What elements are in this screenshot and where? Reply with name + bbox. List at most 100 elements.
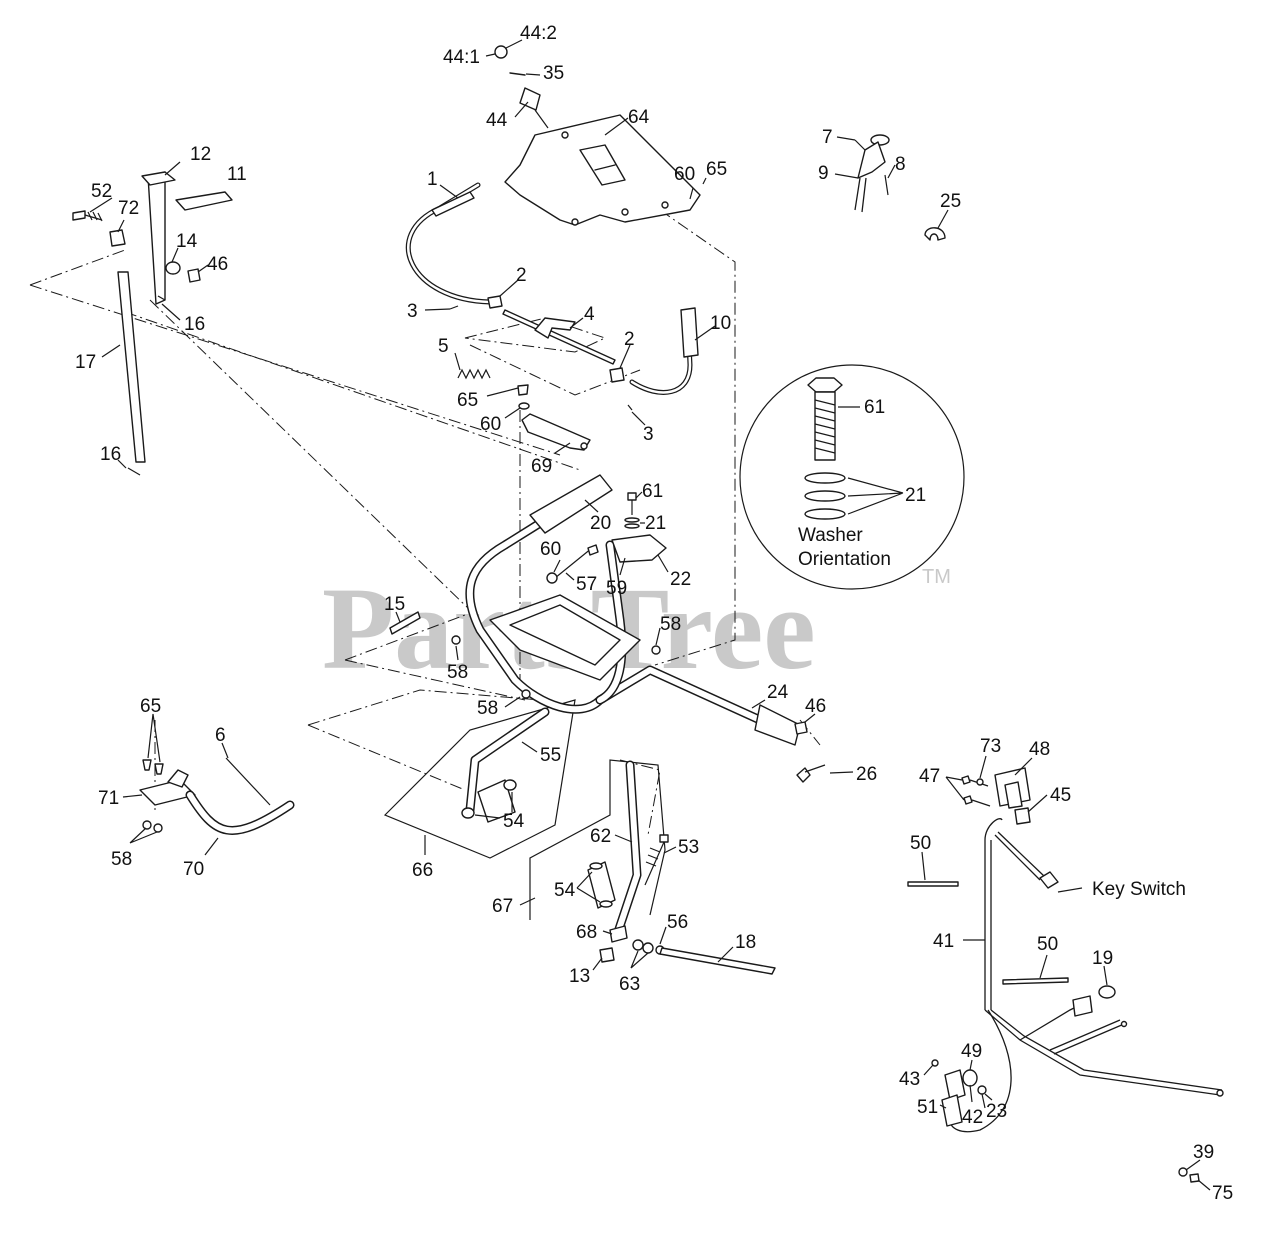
callout-66: 66 [412, 860, 433, 881]
callout-20: 20 [590, 513, 611, 534]
callout-50-b: 50 [1037, 934, 1058, 955]
grip-20 [529, 474, 613, 534]
callout-56: 56 [667, 912, 688, 933]
brake-pedal-12 [141, 171, 176, 305]
callout-3-right: 3 [643, 424, 654, 445]
bolt-53 [644, 834, 669, 886]
callout-9: 9 [818, 163, 829, 184]
nut-46-top [187, 268, 201, 283]
callout-62: 62 [590, 826, 611, 847]
callout-35: 35 [543, 63, 564, 84]
callout-46-top: 46 [207, 254, 228, 275]
plunger-49 [962, 1069, 978, 1087]
wire-harness-41 [949, 818, 1224, 1133]
nut-23 [977, 1085, 987, 1095]
callout-71: 71 [98, 788, 119, 809]
callout-47: 47 [919, 766, 940, 787]
callout-57: 57 [576, 574, 597, 595]
callout-7: 7 [822, 127, 833, 148]
callout-42: 42 [962, 1107, 983, 1128]
brake-rod-17 [117, 271, 146, 463]
bolt-61-mid [627, 492, 637, 515]
callout-53: 53 [678, 837, 699, 858]
callout-58-d: 58 [111, 849, 132, 870]
group-outline-66 [383, 699, 576, 859]
callout-73: 73 [980, 736, 1001, 757]
callout-69: 69 [531, 456, 552, 477]
bracket-45 [1014, 807, 1031, 825]
screws-47 [961, 775, 991, 807]
callout-41: 41 [933, 931, 954, 952]
callout-39: 39 [1193, 1142, 1214, 1163]
connector-19 [1098, 985, 1116, 999]
callout-25: 25 [940, 191, 961, 212]
spacer-72 [109, 229, 126, 247]
callout-64: 64 [628, 107, 650, 128]
switch-51-bottom [941, 1094, 963, 1127]
nut-60-low [546, 572, 558, 584]
watermark-trademark: TM [922, 566, 951, 588]
callout-59: 59 [606, 578, 627, 599]
handle-frame-24 [465, 515, 801, 746]
clip-25 [924, 227, 946, 241]
callout-43: 43 [899, 1069, 920, 1090]
nut-39 [1178, 1167, 1188, 1177]
callout-55: 55 [540, 745, 561, 766]
callout-16-top: 16 [184, 314, 205, 335]
switch-51-top [944, 1069, 966, 1101]
callout-46-low: 46 [805, 696, 826, 717]
nut-58-a [451, 635, 461, 645]
callout-12: 12 [190, 144, 211, 165]
bushings-54-a [461, 779, 517, 819]
pedal-pad-11 [175, 191, 233, 211]
callout-2-left: 2 [516, 265, 527, 286]
callout-16-bottom: 16 [100, 444, 121, 465]
bracket-69 [517, 384, 591, 451]
callout-70: 70 [183, 859, 204, 880]
group-outline-67 [529, 759, 666, 920]
callout-60-mid: 60 [480, 414, 501, 435]
callout-22: 22 [670, 569, 691, 590]
callout-51: 51 [917, 1097, 938, 1118]
switch-bracket-48 [994, 767, 1031, 809]
callout-15: 15 [384, 594, 405, 615]
screw-43 [931, 1059, 939, 1067]
bushings-54-b [587, 861, 616, 909]
cable-end-2-left [487, 295, 503, 309]
callout-52: 52 [91, 181, 112, 202]
key-switch-assembly-9 [854, 134, 890, 213]
callout-65-mid: 65 [457, 390, 478, 411]
nuts-58-d [142, 820, 163, 833]
nut-46-low [794, 721, 808, 735]
cable-end-2-right [609, 367, 625, 383]
nut-58-b [651, 645, 661, 655]
callout-4: 4 [584, 304, 595, 325]
callout-44-1: 44:1 [443, 47, 480, 68]
callout-45: 45 [1050, 785, 1071, 806]
throttle-cable-10 [629, 307, 699, 395]
strap-50-a [907, 881, 959, 887]
callout-60-low: 60 [540, 539, 561, 560]
bracket-22 [611, 534, 667, 563]
washer-14 [165, 261, 181, 275]
pin-16-bottom [127, 467, 141, 476]
callout-72: 72 [118, 198, 139, 219]
key-switch-label: Key Switch [1092, 879, 1186, 900]
callout-21-circle: 21 [905, 485, 926, 506]
callout-48: 48 [1029, 739, 1050, 760]
control-cable-1 [406, 182, 493, 305]
throttle-knob-44 [494, 45, 549, 129]
callout-54-b: 54 [554, 880, 576, 901]
pin-42 [969, 1084, 973, 1103]
callout-14: 14 [176, 231, 198, 252]
nut-73 [976, 778, 984, 786]
callout-1: 1 [427, 169, 438, 190]
callout-44-2: 44:2 [520, 23, 557, 44]
pin-16-top [157, 295, 166, 301]
callout-5: 5 [438, 336, 449, 357]
bolt-26 [796, 764, 826, 783]
callout-65-low: 65 [140, 696, 161, 717]
pin-15 [389, 611, 421, 635]
callout-6: 6 [215, 725, 226, 746]
callout-24: 24 [767, 682, 789, 703]
